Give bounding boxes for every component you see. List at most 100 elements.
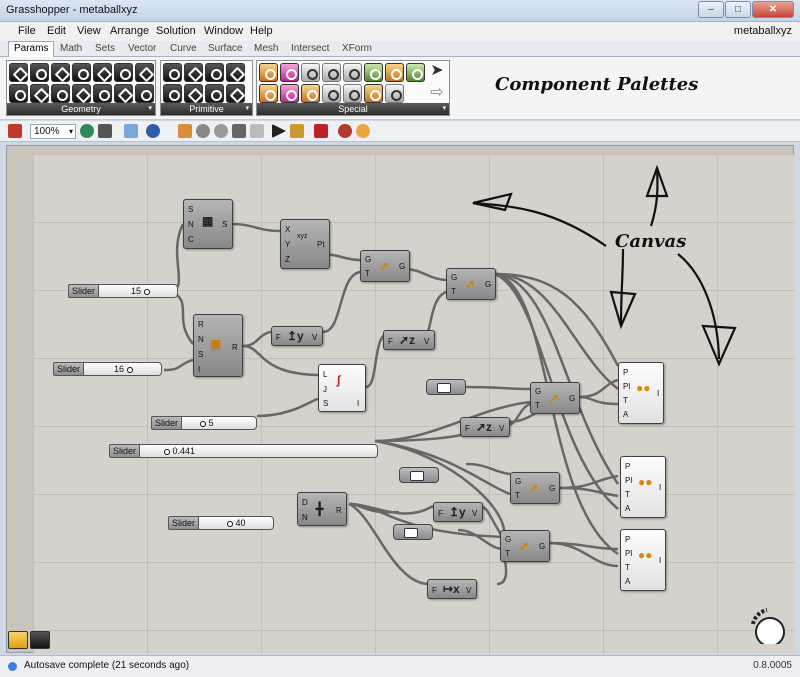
component-graph-mapper[interactable]: L J S ∫ I bbox=[318, 364, 366, 412]
value-list-icon[interactable] bbox=[322, 63, 341, 82]
lock-solver-icon[interactable] bbox=[290, 124, 304, 138]
fit-selection-icon[interactable] bbox=[98, 124, 112, 138]
palette-special-label[interactable]: Special▾ bbox=[257, 103, 449, 115]
group-param-icon[interactable] bbox=[135, 84, 154, 103]
component-unit-y[interactable]: F ↥y V bbox=[271, 326, 323, 346]
sketch-icon[interactable] bbox=[8, 124, 22, 138]
input-p[interactable]: P bbox=[625, 462, 631, 471]
tab-xform[interactable]: XForm bbox=[342, 43, 372, 54]
input-t[interactable]: T bbox=[535, 401, 540, 410]
param-viewer-icon[interactable] bbox=[343, 84, 362, 103]
input-f[interactable]: F bbox=[465, 424, 470, 433]
input-f[interactable]: F bbox=[388, 337, 393, 346]
menu-file[interactable]: File bbox=[18, 25, 36, 37]
point-param-icon[interactable] bbox=[9, 63, 28, 82]
input-g[interactable]: G bbox=[505, 535, 512, 544]
run-solution-icon[interactable] bbox=[272, 124, 286, 138]
slider-knob[interactable] bbox=[143, 288, 150, 295]
menu-help[interactable]: Help bbox=[250, 25, 273, 37]
slider-track[interactable]: 15 bbox=[99, 284, 179, 298]
field-param-icon[interactable] bbox=[114, 84, 133, 103]
preview-eye-icon[interactable] bbox=[146, 124, 160, 138]
input-t[interactable]: T bbox=[625, 563, 630, 572]
component-move-4[interactable]: G T ➚ G bbox=[510, 472, 560, 504]
plane-param-icon[interactable] bbox=[30, 84, 49, 103]
input-t[interactable]: T bbox=[623, 396, 628, 405]
input-t[interactable]: T bbox=[505, 549, 510, 558]
output-i[interactable]: I bbox=[357, 399, 360, 408]
number-slider-3[interactable]: Slider 5 bbox=[151, 416, 258, 430]
menu-view[interactable]: View bbox=[77, 25, 101, 37]
colour-wheel-icon[interactable] bbox=[406, 63, 425, 82]
menu-edit[interactable]: Edit bbox=[47, 25, 66, 37]
component-move-1[interactable]: G T ➚ G bbox=[360, 250, 410, 282]
palette-forward-arrow-icon[interactable]: ➤ bbox=[430, 62, 444, 79]
component-subdivide[interactable]: S N C ▦ S bbox=[183, 199, 233, 249]
input-a[interactable]: A bbox=[623, 410, 629, 419]
input-f[interactable]: F bbox=[438, 509, 443, 518]
tab-curve[interactable]: Curve bbox=[170, 43, 197, 54]
slider-knob[interactable] bbox=[200, 420, 207, 427]
input-g[interactable]: G bbox=[515, 477, 522, 486]
string-param-icon[interactable] bbox=[184, 84, 203, 103]
component-random[interactable]: R N S I ▣ R bbox=[193, 314, 243, 377]
bake-icon[interactable] bbox=[178, 124, 192, 138]
component-metaball-1[interactable]: P Pl T A ●● I bbox=[618, 362, 664, 424]
output-g[interactable]: G bbox=[549, 484, 556, 493]
input-d[interactable]: D bbox=[302, 498, 308, 507]
menu-solution[interactable]: Solution bbox=[156, 25, 196, 37]
text-tag-icon[interactable] bbox=[385, 84, 404, 103]
red-preview-icon[interactable] bbox=[338, 124, 352, 138]
output-v[interactable]: V bbox=[466, 586, 472, 595]
circle-param-icon[interactable] bbox=[30, 63, 49, 82]
number-slider-1[interactable]: Slider 15 bbox=[68, 284, 179, 298]
output-pt[interactable]: Pt bbox=[317, 240, 325, 249]
component-move-3[interactable]: G T ➚ G bbox=[530, 382, 580, 414]
line-param-icon[interactable] bbox=[9, 84, 28, 103]
slider-knob[interactable] bbox=[126, 366, 133, 373]
input-g[interactable]: G bbox=[535, 387, 542, 396]
output-i[interactable]: I bbox=[659, 483, 662, 492]
tab-intersect[interactable]: Intersect bbox=[291, 43, 330, 54]
graph-mapper-icon[interactable] bbox=[385, 63, 404, 82]
integer-param-icon[interactable] bbox=[184, 63, 203, 82]
input-c[interactable]: C bbox=[188, 235, 194, 244]
input-x[interactable]: X bbox=[285, 225, 291, 234]
geometry-param-icon[interactable] bbox=[93, 84, 112, 103]
output-v[interactable]: V bbox=[424, 337, 430, 346]
tab-params[interactable]: Params bbox=[8, 41, 55, 57]
output-v[interactable]: V bbox=[499, 424, 505, 433]
slider-knob[interactable] bbox=[227, 520, 234, 527]
palette-primitive-label[interactable]: Primitive▾ bbox=[161, 103, 252, 115]
input-g[interactable]: G bbox=[365, 255, 372, 264]
input-s[interactable]: S bbox=[188, 205, 194, 214]
zoom-select[interactable]: 100% bbox=[30, 124, 76, 139]
scribble-icon[interactable] bbox=[322, 84, 341, 103]
minimize-button[interactable]: – bbox=[698, 1, 724, 18]
output-g[interactable]: G bbox=[399, 262, 406, 271]
palette-back-arrow-icon[interactable]: ⇨ bbox=[430, 84, 444, 101]
input-l[interactable]: L bbox=[323, 370, 328, 379]
input-g[interactable]: G bbox=[451, 273, 458, 282]
number-slider-5[interactable]: Slider 40 bbox=[168, 516, 275, 530]
canvas-widget-icon[interactable] bbox=[8, 631, 28, 649]
component-move-5[interactable]: G T ➚ G bbox=[500, 530, 550, 562]
button-object-icon[interactable] bbox=[259, 84, 278, 103]
component-divide[interactable]: D N ╋ R bbox=[297, 492, 347, 526]
timer-icon[interactable] bbox=[364, 84, 383, 103]
tab-sets[interactable]: Sets bbox=[95, 43, 116, 54]
input-a[interactable]: A bbox=[625, 504, 631, 513]
matrix-param-icon[interactable] bbox=[226, 63, 245, 82]
time-param-icon[interactable] bbox=[226, 84, 245, 103]
tab-math[interactable]: Math bbox=[60, 43, 83, 54]
menu-arrange[interactable]: Arrange bbox=[110, 25, 150, 37]
input-z[interactable]: Z bbox=[285, 255, 290, 264]
input-n[interactable]: N bbox=[188, 220, 194, 229]
gradient-icon[interactable] bbox=[280, 63, 299, 82]
tab-vector[interactable]: Vector bbox=[128, 43, 157, 54]
input-t[interactable]: T bbox=[625, 490, 630, 499]
close-button[interactable]: ✕ bbox=[752, 1, 794, 18]
input-i[interactable]: I bbox=[198, 365, 201, 374]
input-t[interactable]: T bbox=[515, 491, 520, 500]
arc-param-icon[interactable] bbox=[51, 63, 70, 82]
